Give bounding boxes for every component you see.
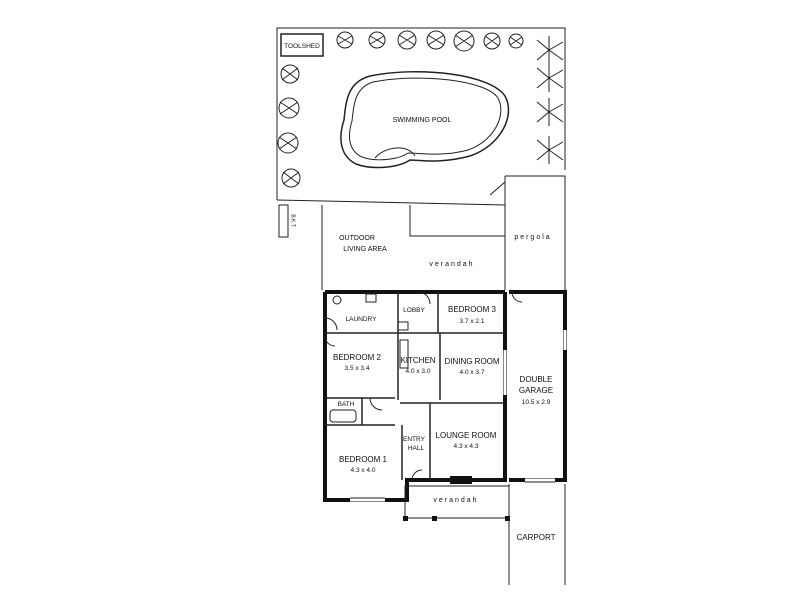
outdoor-label-2: LIVING AREA bbox=[343, 246, 387, 253]
swimming-pool-inner bbox=[349, 77, 502, 161]
outdoor-step bbox=[409, 205, 505, 237]
bedroom1-label: BEDROOM 1 bbox=[339, 455, 388, 464]
palm-icon bbox=[536, 136, 564, 164]
house-outer-walls bbox=[323, 290, 507, 502]
shrub-icon bbox=[508, 33, 524, 49]
shrub-detail-icon bbox=[278, 67, 300, 185]
door-swing-icon bbox=[411, 469, 423, 481]
kitchen-bench bbox=[399, 339, 409, 369]
outdoor-areas: OUTDOOR LIVING AREA pergola verandah bbox=[321, 175, 566, 290]
room-labels: LAUNDRY LOBBY BEDROOM 3 3.7 x 2.1 BEDROO… bbox=[333, 305, 553, 474]
right-palms bbox=[536, 36, 564, 164]
house: LAUNDRY LOBBY BEDROOM 3 3.7 x 2.1 BEDROO… bbox=[323, 290, 567, 502]
interior-walls bbox=[325, 292, 505, 480]
outdoor-label-1: OUTDOOR bbox=[339, 235, 375, 242]
door-swing-icon bbox=[369, 397, 383, 411]
shrub-icon bbox=[280, 64, 300, 84]
bathtub-icon bbox=[329, 409, 357, 423]
shrub-icon bbox=[281, 168, 301, 188]
yard-fence bbox=[276, 27, 566, 200]
bedroom2-size: 3.5 x 3.4 bbox=[345, 365, 370, 372]
pergola-corner bbox=[489, 180, 506, 205]
shrub-icon bbox=[368, 31, 386, 49]
bedroom2-label: BEDROOM 2 bbox=[333, 353, 382, 362]
laundry-tub-icon bbox=[365, 293, 377, 303]
garage-size: 10.5 x 2.9 bbox=[522, 399, 551, 406]
top-plants bbox=[336, 30, 524, 52]
shrub-icon bbox=[397, 30, 417, 50]
door-swing-icon bbox=[324, 335, 336, 347]
entry-label-1: ENTRY bbox=[403, 436, 426, 443]
entry-label-2: HALL bbox=[408, 445, 425, 452]
pergola-label: pergola bbox=[514, 234, 551, 241]
shrub-icon bbox=[336, 31, 354, 49]
front-areas: verandah CARPORT bbox=[403, 484, 566, 585]
dining-label: DINING ROOM bbox=[444, 357, 499, 366]
swimming-pool bbox=[340, 71, 510, 169]
left-plants bbox=[277, 64, 301, 188]
back-yard: TOOLSHED SWIMMING POOL B.K.T. bbox=[276, 27, 566, 238]
lounge-size: 4.3 x 4.3 bbox=[454, 443, 479, 450]
palm-icon bbox=[536, 36, 564, 64]
carport-label: CARPORT bbox=[517, 533, 556, 542]
yard-fence-bottom bbox=[276, 199, 506, 206]
bedroom3-label: BEDROOM 3 bbox=[448, 305, 497, 314]
pool-step bbox=[374, 147, 416, 159]
bath-label: BATH bbox=[338, 401, 355, 408]
lounge-label: LOUNGE ROOM bbox=[436, 431, 497, 440]
door-swing-icon bbox=[511, 291, 523, 303]
bedroom3-size: 3.7 x 2.1 bbox=[460, 318, 485, 325]
garage-label-1: DOUBLE bbox=[520, 375, 553, 384]
garage-label-2: GARAGE bbox=[519, 386, 553, 395]
kitchen-label: KITCHEN bbox=[400, 356, 435, 365]
pool-label: SWIMMING POOL bbox=[393, 117, 452, 124]
rear-verandah-label: verandah bbox=[429, 261, 474, 268]
palm-icon bbox=[536, 98, 564, 126]
toolshed bbox=[280, 33, 324, 57]
door-swing-icon bbox=[417, 291, 431, 305]
fixtures bbox=[324, 291, 567, 502]
shrub-icon bbox=[453, 30, 475, 52]
bkt-box bbox=[278, 204, 289, 238]
verandah-post bbox=[505, 516, 510, 521]
bedroom1-size: 4.3 x 4.0 bbox=[351, 467, 376, 474]
pergola-outline bbox=[505, 175, 566, 290]
lobby-label: LOBBY bbox=[403, 307, 425, 314]
shrub-icon bbox=[277, 132, 299, 154]
laundry-label: LAUNDRY bbox=[346, 316, 378, 323]
toilet-icon bbox=[332, 295, 342, 305]
dining-size: 4.0 x 3.7 bbox=[460, 369, 485, 376]
sink-icon bbox=[397, 321, 409, 331]
front-verandah-label: verandah bbox=[433, 497, 478, 504]
shrub-detail-icon bbox=[337, 34, 523, 48]
fireplace bbox=[450, 476, 472, 484]
palm-icon bbox=[536, 64, 564, 92]
verandah-post bbox=[432, 516, 437, 521]
shrub-icon bbox=[483, 32, 501, 50]
toolshed-label: TOOLSHED bbox=[284, 43, 320, 50]
bkt-label: B.K.T. bbox=[290, 214, 296, 227]
verandah-post bbox=[403, 516, 408, 521]
door-swing-icon bbox=[324, 317, 338, 331]
kitchen-size: 4.0 x 3.0 bbox=[406, 368, 431, 375]
shrub-icon bbox=[426, 30, 446, 50]
shrub-icon bbox=[278, 97, 300, 119]
